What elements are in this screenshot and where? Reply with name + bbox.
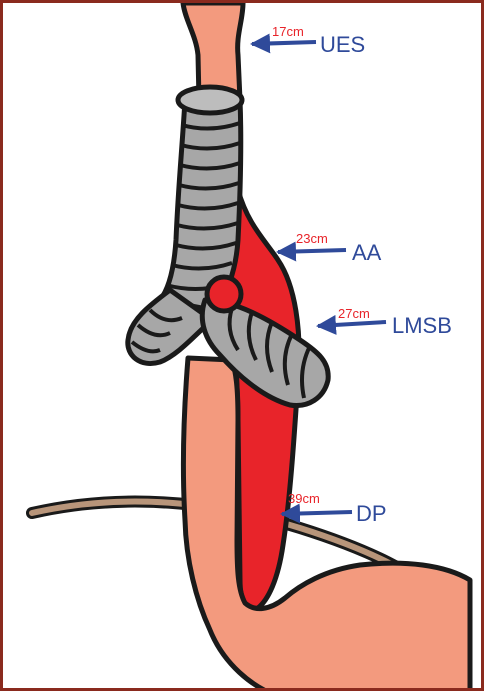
- esophagus-diagram: 17cm 23cm 27cm 39cm UES AA LMSB DP: [3, 3, 481, 688]
- distance-label-lmsb: 27cm: [338, 306, 370, 321]
- distance-label-dp: 39cm: [288, 491, 320, 506]
- arrow-left-icon: [318, 322, 386, 326]
- landmark-label-lmsb: LMSB: [392, 313, 452, 338]
- arrow-left-icon: [282, 512, 352, 514]
- distance-label-aa: 23cm: [296, 231, 328, 246]
- landmark-label-aa: AA: [352, 240, 382, 265]
- distance-label-ues: 17cm: [272, 24, 304, 39]
- landmark-label-ues: UES: [320, 32, 365, 57]
- lower-esophagus-stomach: [183, 358, 470, 688]
- arrow-left-icon: [278, 250, 346, 252]
- landmark-label-dp: DP: [356, 501, 387, 526]
- arrow-left-icon: [252, 42, 316, 44]
- trachea: [128, 87, 328, 406]
